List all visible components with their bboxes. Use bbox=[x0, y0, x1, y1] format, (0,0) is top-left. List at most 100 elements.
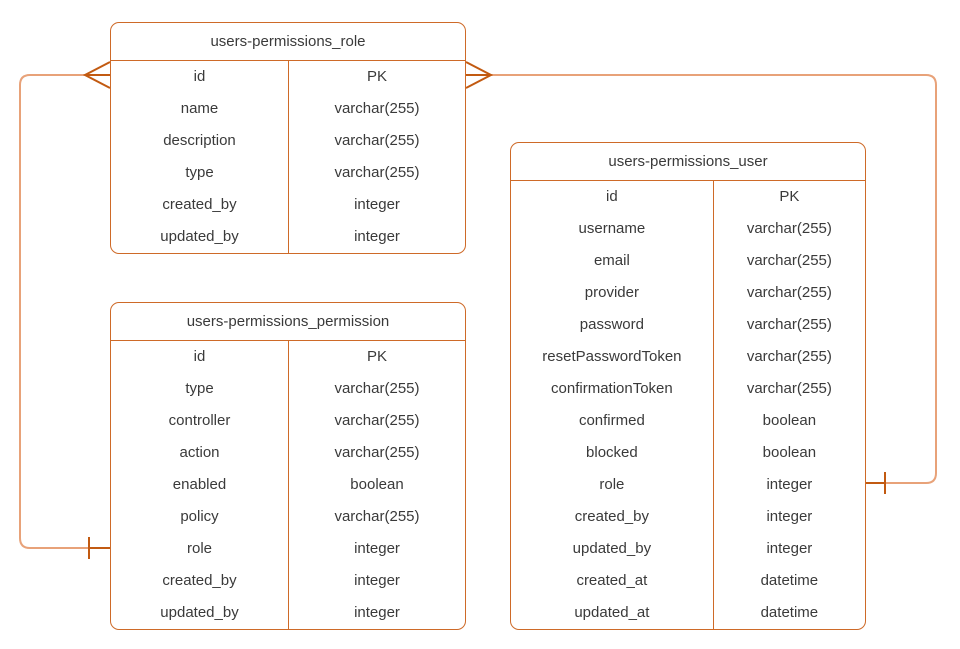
field-row: updated_by integer bbox=[111, 221, 465, 253]
field-name: provider bbox=[584, 284, 639, 301]
field-type: varchar(255) bbox=[712, 309, 865, 341]
field-type: integer bbox=[712, 469, 865, 501]
field-name: updated_by bbox=[160, 228, 239, 245]
relationship-role-user[interactable] bbox=[465, 61, 937, 494]
field-name: confirmed bbox=[578, 412, 645, 429]
relationship-role-permission[interactable] bbox=[19, 61, 111, 559]
field-name: updated_by bbox=[160, 604, 239, 621]
field-row: confirmationToken varchar(255) bbox=[511, 373, 865, 405]
field-name: id bbox=[606, 188, 618, 205]
field-row: username varchar(255) bbox=[511, 213, 865, 245]
one-tick-icon bbox=[88, 537, 110, 559]
field-type: varchar(255) bbox=[712, 373, 865, 405]
crow-foot-many-icon bbox=[465, 61, 494, 89]
field-type: varchar(255) bbox=[288, 157, 465, 189]
field-type: varchar(255) bbox=[712, 341, 865, 373]
field-name: created_by bbox=[574, 508, 649, 525]
field-type: datetime bbox=[712, 597, 865, 629]
field-type: varchar(255) bbox=[288, 93, 465, 125]
table-title: users-permissions_user bbox=[511, 143, 865, 181]
field-row: id PK bbox=[111, 61, 465, 93]
field-row: role integer bbox=[511, 469, 865, 501]
field-name: resetPasswordToken bbox=[542, 348, 682, 365]
field-row: role integer bbox=[111, 533, 465, 565]
field-name: enabled bbox=[172, 476, 227, 493]
table-title: users-permissions_permission bbox=[111, 303, 465, 341]
field-type: varchar(255) bbox=[288, 373, 465, 405]
field-type: varchar(255) bbox=[712, 245, 865, 277]
field-name: updated_at bbox=[574, 604, 650, 621]
field-name: updated_by bbox=[572, 540, 652, 557]
relationship-role-user-line[interactable] bbox=[491, 74, 937, 484]
field-name: type bbox=[185, 164, 214, 181]
field-type: PK bbox=[288, 341, 465, 373]
field-type: integer bbox=[288, 221, 465, 253]
field-name: created_at bbox=[576, 572, 648, 589]
entity-table-users-permissions-user[interactable]: users-permissions_user id PK username varch… bbox=[510, 142, 866, 630]
field-name: username bbox=[578, 220, 646, 237]
field-type: boolean bbox=[712, 405, 865, 437]
field-name: policy bbox=[180, 508, 219, 525]
field-name: created_by bbox=[162, 572, 237, 589]
field-type: integer bbox=[712, 501, 865, 533]
field-type: integer bbox=[712, 533, 865, 565]
field-name: confirmationToken bbox=[551, 380, 673, 397]
field-type: boolean bbox=[288, 469, 465, 501]
field-name: action bbox=[179, 444, 220, 461]
field-row: created_by integer bbox=[511, 501, 865, 533]
field-row: updated_by integer bbox=[511, 533, 865, 565]
field-name: type bbox=[185, 380, 214, 397]
relationship-role-permission-line[interactable] bbox=[19, 74, 110, 549]
field-name: email bbox=[593, 252, 630, 269]
field-row: id PK bbox=[511, 181, 865, 213]
field-type: boolean bbox=[712, 437, 865, 469]
field-type: integer bbox=[288, 565, 465, 597]
field-type: varchar(255) bbox=[288, 125, 465, 157]
field-type: integer bbox=[288, 533, 465, 565]
field-row: name varchar(255) bbox=[111, 93, 465, 125]
field-type: varchar(255) bbox=[288, 405, 465, 437]
field-name: created_by bbox=[162, 196, 237, 213]
field-name: role bbox=[599, 476, 625, 493]
crow-foot-many-icon bbox=[82, 61, 111, 89]
field-row: email varchar(255) bbox=[511, 245, 865, 277]
table-fields: id PK username varchar(255) email varchar(255… bbox=[511, 181, 865, 629]
field-row: updated_by integer bbox=[111, 597, 465, 629]
field-name: blocked bbox=[586, 444, 638, 461]
field-name: id bbox=[193, 68, 206, 85]
field-name: controller bbox=[168, 412, 231, 429]
field-type: varchar(255) bbox=[712, 277, 865, 309]
field-row: password varchar(255) bbox=[511, 309, 865, 341]
field-name: password bbox=[579, 316, 644, 333]
field-row: provider varchar(255) bbox=[511, 277, 865, 309]
field-type: PK bbox=[712, 181, 865, 213]
one-tick-icon bbox=[866, 472, 886, 494]
field-row: controller varchar(255) bbox=[111, 405, 465, 437]
field-row: type varchar(255) bbox=[111, 157, 465, 189]
field-row: policy varchar(255) bbox=[111, 501, 465, 533]
field-row: type varchar(255) bbox=[111, 373, 465, 405]
field-type: datetime bbox=[712, 565, 865, 597]
field-row: confirmed boolean bbox=[511, 405, 865, 437]
field-type: varchar(255) bbox=[712, 213, 865, 245]
field-row: enabled boolean bbox=[111, 469, 465, 501]
field-type: integer bbox=[288, 189, 465, 221]
field-row: resetPasswordToken varchar(255) bbox=[511, 341, 865, 373]
field-row: updated_at datetime bbox=[511, 597, 865, 629]
field-name: role bbox=[186, 540, 212, 557]
field-row: created_by integer bbox=[111, 565, 465, 597]
field-type: varchar(255) bbox=[288, 501, 465, 533]
field-row: created_at datetime bbox=[511, 565, 865, 597]
field-name: name bbox=[180, 100, 219, 117]
field-type: PK bbox=[288, 61, 465, 93]
field-row: created_by integer bbox=[111, 189, 465, 221]
field-type: integer bbox=[288, 597, 465, 629]
